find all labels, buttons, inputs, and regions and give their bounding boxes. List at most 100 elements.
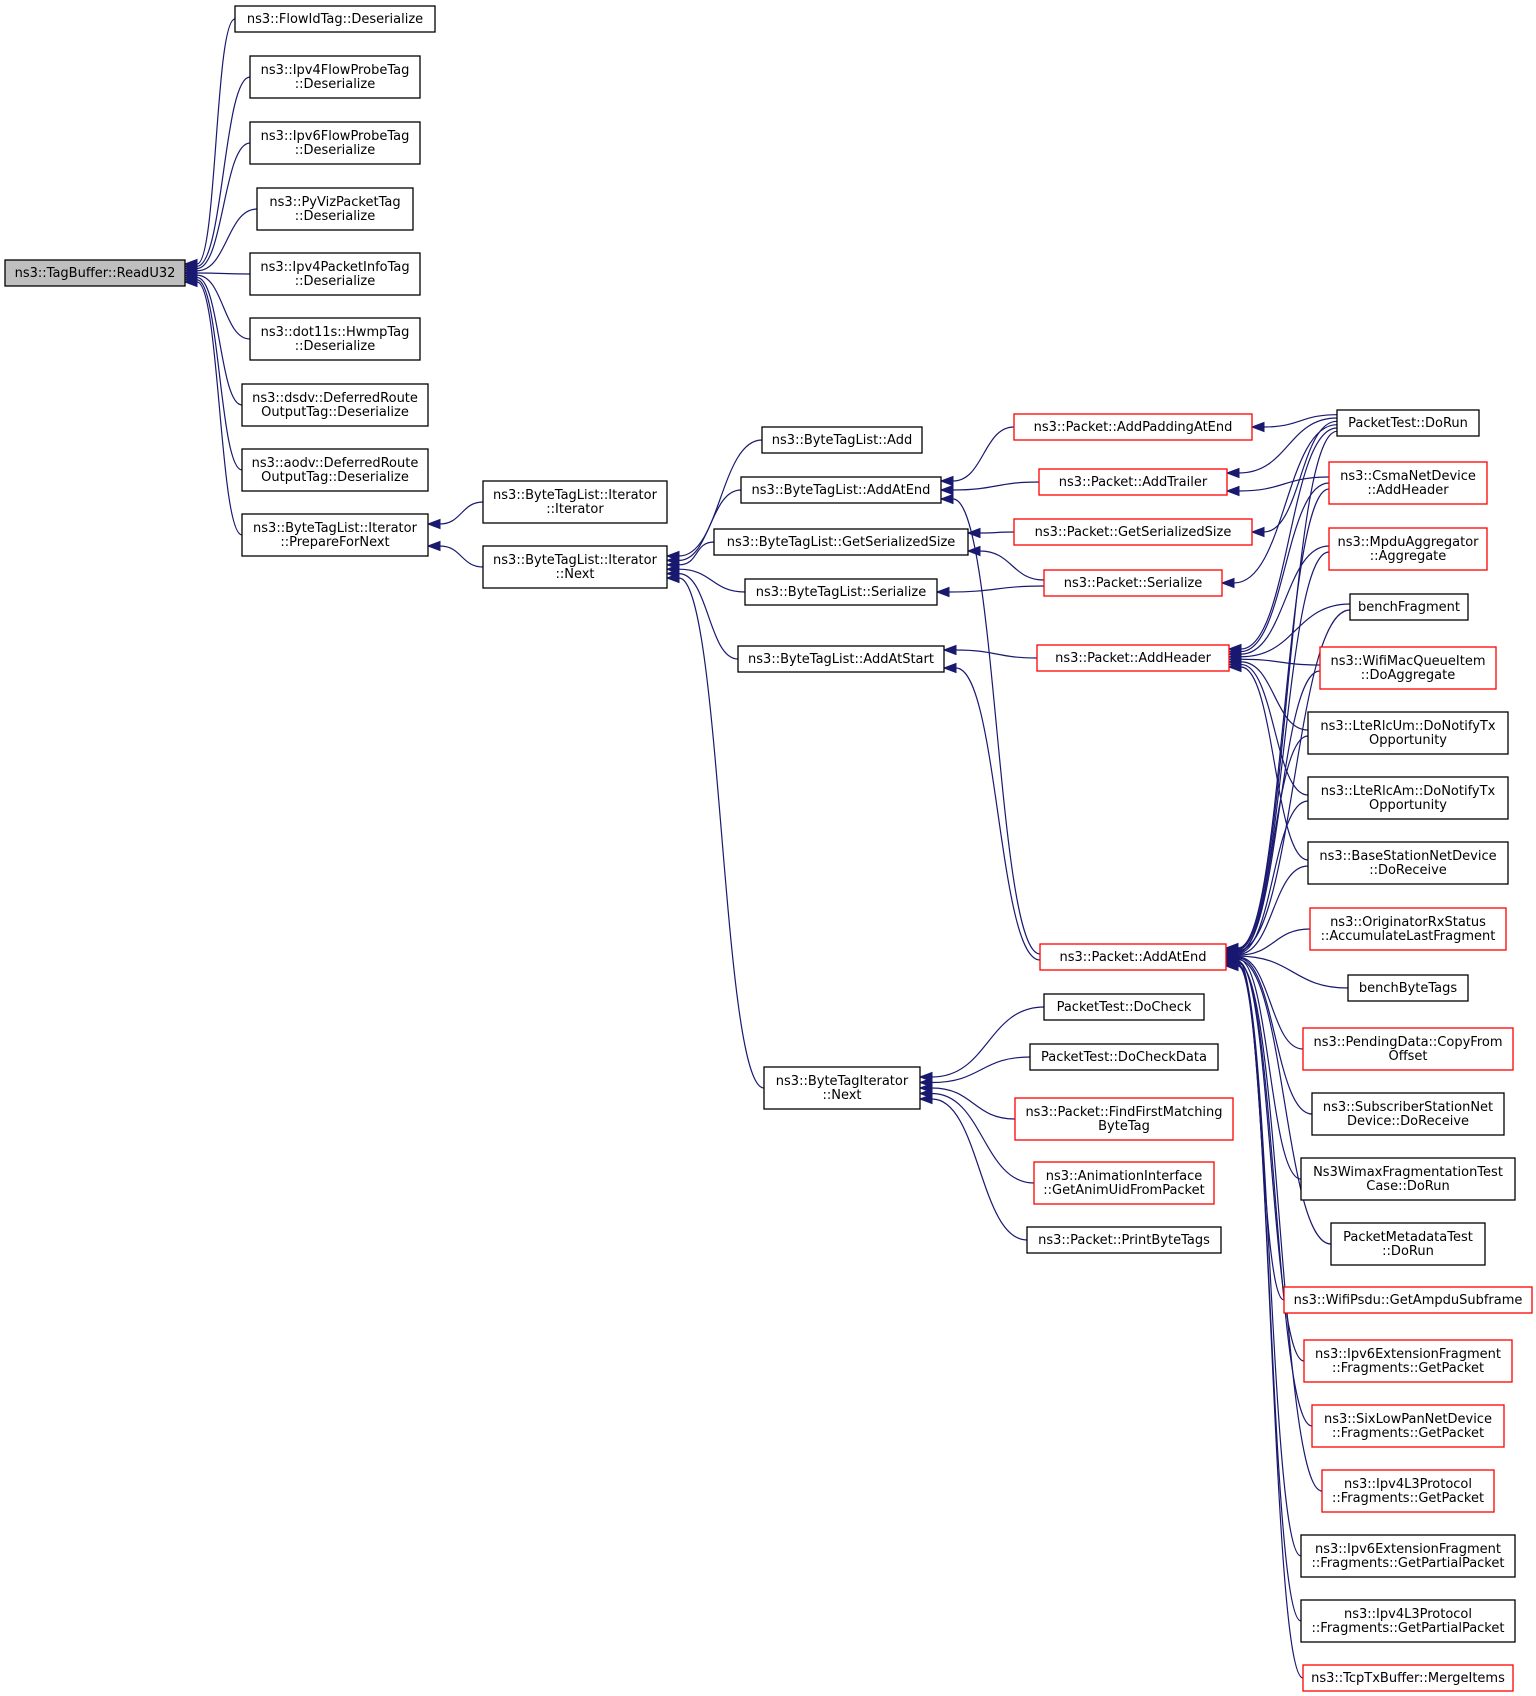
graph-node-ns3-ipv6flowprobetag-deserialize[interactable]: ns3::Ipv6FlowProbeTag::Deserialize [249,121,421,165]
graph-node-ns3-bytetagiterator-next[interactable]: ns3::ByteTagIterator::Next [763,1066,921,1110]
edge-arrowhead [1220,577,1235,589]
node-box [1302,1664,1514,1692]
graph-node-packettest-dorun[interactable]: PacketTest::DoRun [1336,409,1480,437]
node-label-line: ns3::ByteTagIterator [776,1074,909,1089]
graph-node-ns3-packet-getserializedsize[interactable]: ns3::Packet::GetSerializedSize [1013,518,1253,546]
graph-node-ns3-dot11s-hwmptag-deserialize[interactable]: ns3::dot11s::HwmpTag::Deserialize [249,317,421,361]
graph-node-ns3-packet-printbytetags[interactable]: ns3::Packet::PrintByteTags [1026,1226,1222,1254]
graph-node-ns3-bytetaglist-serialize[interactable]: ns3::ByteTagList::Serialize [744,578,938,606]
graph-node-ns3-basestationnetdevice-doreceive[interactable]: ns3::BaseStationNetDevice::DoReceive [1307,841,1509,885]
node-label-line: ::Deserialize [295,143,376,158]
graph-node-ns3-bytetaglist-addatend[interactable]: ns3::ByteTagList::AddAtEnd [740,476,942,504]
node-box [740,476,942,504]
graph-node-ns3-ipv4flowprobetag-deserialize[interactable]: ns3::Ipv4FlowProbeTag::Deserialize [249,55,421,99]
graph-node-benchfragment[interactable]: benchFragment [1349,593,1469,621]
graph-node-ns3-packet-addheader[interactable]: ns3::Packet::AddHeader [1036,644,1230,672]
graph-node-ns3-wifimacqueueitem-doaggregate[interactable]: ns3::WifiMacQueueItem::DoAggregate [1319,646,1497,690]
graph-node-ns3-packet-addpaddingatend[interactable]: ns3::Packet::AddPaddingAtEnd [1013,413,1253,441]
graph-node-ns3-bytetaglist-add[interactable]: ns3::ByteTagList::Add [761,426,923,454]
graph-node-ns3-packet-addatend[interactable]: ns3::Packet::AddAtEnd [1039,943,1227,971]
edge-arrowhead [183,276,198,288]
node-label-line: ns3::Ipv4L3Protocol [1344,1477,1472,1492]
graph-node-benchbytetags[interactable]: benchByteTags [1347,974,1469,1002]
graph-node-packettest-docheckdata[interactable]: PacketTest::DoCheckData [1029,1043,1219,1071]
graph-node-ns3-csmanetdevice-addheader[interactable]: ns3::CsmaNetDevice::AddHeader [1328,461,1488,505]
graph-node-ns3-ipv4l3protocol-fragments-getpacket[interactable]: ns3::Ipv4L3Protocol::Fragments::GetPacke… [1321,1469,1495,1513]
edge-line [1240,661,1309,731]
graph-node-ns3-bytetaglist-getserializedsize[interactable]: ns3::ByteTagList::GetSerializedSize [713,528,969,556]
edge-line [678,568,746,593]
node-label-line: ::Deserialize [295,77,376,92]
node-box [1036,644,1230,672]
graph-node-ns3-mpduaggregator-aggregate[interactable]: ns3::MpduAggregator::Aggregate [1328,527,1488,571]
graph-node-packettest-docheck[interactable]: PacketTest::DoCheck [1043,993,1205,1021]
graph-node-ns3-bytetaglist-iterator-iterator[interactable]: ns3::ByteTagList::Iterator::Iterator [482,480,668,524]
edge-line [1263,420,1338,533]
node-label-line: ns3::AnimationInterface [1046,1169,1203,1184]
edge-n49-to-n23 [1224,960,1304,1679]
graph-node-packetmetadatatest-dorun[interactable]: PacketMetadataTest::DoRun [1330,1222,1486,1266]
edge-n40-to-n23 [1224,952,1313,1115]
node-box [1303,1339,1513,1383]
graph-node-ns3-subscriberstationnetdevice-doreceive[interactable]: ns3::SubscriberStationNetDevice::DoRecei… [1311,1092,1505,1136]
node-box [241,383,429,427]
node-box [1043,993,1205,1021]
node-label-line: benchFragment [1358,600,1460,615]
edge-n35-to-n22 [1227,659,1309,796]
node-label-line: ns3::ByteTagList::Iterator [493,488,658,503]
node-box [1319,646,1497,690]
node-box [241,513,429,557]
edge-line [678,541,715,566]
node-label-line: ns3::SixLowPanNetDevice [1324,1412,1492,1427]
node-label-line: ns3::PendingData::CopyFrom [1314,1035,1503,1050]
graph-node-ns3-tagbuffer-readu32[interactable]: ns3::TagBuffer::ReadU32 [4,259,186,287]
node-box [1283,1286,1533,1314]
node-box [1330,1222,1486,1266]
edge-line [1240,482,1330,653]
graph-node-ns3-bytetaglist-addatstart[interactable]: ns3::ByteTagList::AddAtStart [737,645,945,673]
edge-line [196,279,243,471]
node-label-line: ByteTag [1098,1119,1150,1134]
edge-line [1237,551,1330,951]
graph-node-ns3-packet-addtrailer[interactable]: ns3::Packet::AddTrailer [1038,468,1228,496]
graph-node-ns3-pyvizpackettag-deserialize[interactable]: ns3::PyVizPacketTag::Deserialize [256,187,414,231]
graph-node-ns3-ipv6extensionfragment-fragments-getpartialpacket[interactable]: ns3::Ipv6ExtensionFragment::Fragments::G… [1300,1534,1516,1578]
node-box [1307,841,1509,885]
graph-node-ns3-packet-serialize[interactable]: ns3::Packet::Serialize [1043,569,1223,597]
edge-line [678,577,765,1089]
node-box [1300,1534,1516,1578]
graph-node-ns3-dsdv-deferredrouteoutputtag-deserialize[interactable]: ns3::dsdv::DeferredRouteOutputTag::Deser… [241,383,429,427]
graph-node-ns3-bytetaglist-iterator-next[interactable]: ns3::ByteTagList::Iterator::Next [482,545,668,589]
node-label-line: ns3::PyVizPacketTag [269,195,400,210]
graph-node-ns3-sixlowpannetdevice-fragments-getpacket[interactable]: ns3::SixLowPanNetDevice::Fragments::GetP… [1311,1404,1505,1448]
edge-line [1237,865,1309,955]
graph-node-ns3-ipv4packetinfotag-deserialize[interactable]: ns3::Ipv4PacketInfoTag::Deserialize [249,252,421,296]
node-label-line: ::GetAnimUidFromPacket [1043,1183,1204,1198]
node-label-line: ns3::ByteTagList::GetSerializedSize [727,535,956,550]
graph-node-ns3-ipv6extensionfragment-fragments-getpacket[interactable]: ns3::Ipv6ExtensionFragment::Fragments::G… [1303,1339,1513,1383]
edge-line [1237,928,1311,956]
graph-node-ns3-ipv4l3protocol-fragments-getpartialpacket[interactable]: ns3::Ipv4L3Protocol::Fragments::GetParti… [1300,1599,1516,1643]
edge-n21-to-n14 [966,545,1045,581]
graph-node-ns3-wifipsdu-getampdusubframe[interactable]: ns3::WifiPsdu::GetAmpduSubframe [1283,1286,1533,1314]
edge-line [1237,965,1304,1679]
graph-node-ns3-aodv-deferredrouteoutputtag-deserialize[interactable]: ns3::aodv::DeferredRouteOutputTag::Deser… [241,448,429,492]
graph-node-ns3-bytetaglist-iterator-preparefornext[interactable]: ns3::ByteTagList::Iterator::PrepareForNe… [241,513,429,557]
graph-node-ns3-flowidtag-deserialize[interactable]: ns3::FlowIdTag::Deserialize [234,5,436,33]
node-label-line: ns3::dot11s::HwmpTag [261,325,410,340]
edge-n17-to-n11 [665,572,765,1089]
node-label-line: PacketTest::DoCheck [1057,1000,1192,1015]
node-label-line: ns3::FlowIdTag::Deserialize [247,12,423,27]
edge-line [1237,800,1309,954]
graph-node-ns3-animationinterface-getanimuidfrompacket[interactable]: ns3::AnimationInterface::GetAnimUidFromP… [1033,1161,1215,1205]
edge-line [196,281,243,536]
edge-line [1237,735,1309,954]
graph-node-ns3-originatorrxstatus-accumulatelastfragment[interactable]: ns3::OriginatorRxStatus::AccumulateLastF… [1309,907,1507,951]
graph-node-ns3-tcptxbuffer-mergeitems[interactable]: ns3::TcpTxBuffer::MergeItems [1302,1664,1514,1692]
node-box [713,528,969,556]
